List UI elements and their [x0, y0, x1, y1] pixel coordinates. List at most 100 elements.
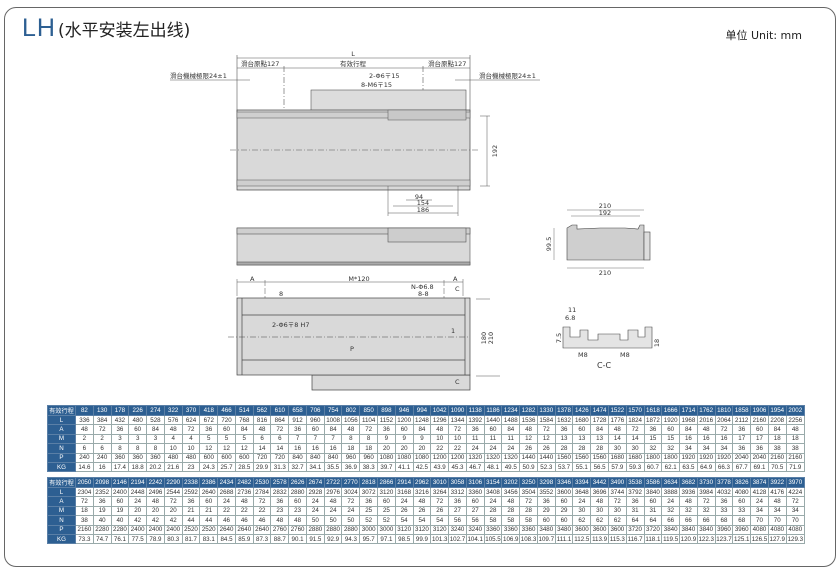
- table-cell: 98.5: [394, 533, 414, 545]
- origin-right-label: 滑台原點127: [428, 59, 466, 68]
- table-cell: 1920: [714, 452, 734, 463]
- table-cell: 11: [465, 433, 485, 445]
- table-cell: 1872: [643, 414, 663, 426]
- row-label: N: [47, 515, 76, 526]
- table-cell: 2256: [785, 414, 806, 426]
- table-cell: 120.9: [679, 533, 698, 545]
- stroke-cell: 1666: [661, 405, 681, 416]
- table-cell: 18.8: [128, 461, 148, 473]
- table-cell: 912: [288, 414, 307, 426]
- table-cell: 24: [128, 496, 148, 507]
- dim-A-right: A: [453, 275, 458, 283]
- table-cell: 8: [146, 443, 165, 454]
- table-cell: 18: [75, 505, 94, 517]
- stroke-cell: 706: [305, 405, 325, 416]
- table-cell: 1320: [465, 452, 485, 463]
- table-cell: 74.7: [92, 533, 112, 545]
- table-cell: 34: [696, 443, 716, 454]
- table-cell: 2160: [767, 452, 787, 463]
- table-cell: 46: [234, 515, 254, 526]
- stroke-cell: 3586: [643, 477, 663, 488]
- table-cell: 600: [234, 452, 254, 463]
- table-cell: 3840: [696, 524, 716, 535]
- stroke-cell: 3634: [661, 477, 681, 488]
- table-cell: 2544: [163, 486, 183, 498]
- table-cell: 84: [767, 424, 787, 435]
- stroke-cell: 562: [252, 405, 272, 416]
- table-cell: 2832: [270, 486, 290, 498]
- stroke-cell: 1330: [536, 405, 556, 416]
- table-cell: 2448: [128, 486, 148, 498]
- table-cell: 3000: [377, 524, 396, 535]
- table-cell: 70.5: [767, 461, 787, 473]
- table-cell: 54: [430, 515, 450, 526]
- table-cell: 36: [199, 424, 219, 435]
- table-cell: 1560: [572, 452, 592, 463]
- table-cell: 26: [430, 505, 450, 517]
- table-cell: 50: [323, 515, 343, 526]
- table-cell: 528: [146, 414, 165, 426]
- table-cell: 48: [785, 424, 806, 435]
- table-cell: 115.3: [607, 533, 627, 545]
- stroke-cell: 3826: [732, 477, 752, 488]
- table-cell: 56: [465, 515, 485, 526]
- table-cell: 14: [270, 443, 290, 454]
- table-cell: 36.9: [341, 461, 361, 473]
- table-cell: 2208: [767, 414, 787, 426]
- stroke-cell: 802: [341, 405, 361, 416]
- stroke-cell: 3490: [607, 477, 627, 488]
- table-cell: 1680: [607, 452, 627, 463]
- table-cell: 3744: [607, 486, 627, 498]
- table-cell: 960: [341, 452, 361, 463]
- table-cell: 5: [199, 433, 219, 445]
- table-cell: 72: [341, 496, 361, 507]
- table-cell: 672: [199, 414, 219, 426]
- table-cell: 13: [590, 433, 609, 445]
- table-cell: 6: [270, 433, 290, 445]
- table-cell: 2640: [252, 524, 272, 535]
- table-cell: 3240: [448, 524, 467, 535]
- stroke-cell: 2386: [199, 477, 219, 488]
- table-cell: 34: [714, 443, 734, 454]
- table-cell: 15: [643, 433, 663, 445]
- table-cell: 66.3: [714, 461, 734, 473]
- table-cell: 54: [412, 515, 432, 526]
- table-cell: 2040: [750, 452, 769, 463]
- table-cell: 60: [554, 515, 574, 526]
- table-cell: 48: [288, 515, 307, 526]
- table-cell: 14.6: [75, 461, 94, 473]
- table-cell: 3120: [394, 524, 414, 535]
- table-cell: 3480: [554, 524, 574, 535]
- table-cell: 48: [607, 424, 627, 435]
- stroke-cell: 2914: [394, 477, 414, 488]
- table-cell: 38.3: [359, 461, 379, 473]
- stroke-label: 有效行程: [340, 59, 367, 68]
- table-cell: 84: [412, 424, 432, 435]
- table-cell: 72: [75, 496, 94, 507]
- row-label: A: [47, 424, 76, 435]
- table-cell: 336: [75, 414, 94, 426]
- table-cell: 60: [750, 424, 769, 435]
- table-cell: 2040: [732, 452, 752, 463]
- stroke-cell: 1042: [430, 405, 450, 416]
- table-cell: 60: [394, 424, 414, 435]
- table-cell: 48: [430, 424, 450, 435]
- table-cell: 64: [625, 515, 645, 526]
- table-cell: 32: [661, 443, 681, 454]
- table-cell: 1680: [572, 414, 592, 426]
- table-cell: 72: [163, 496, 183, 507]
- table-cell: 2016: [696, 414, 716, 426]
- table-cell: 24: [465, 443, 485, 454]
- table-cell: 3264: [430, 486, 450, 498]
- table-cell: 80.3: [163, 533, 183, 545]
- table-cell: 116.7: [625, 533, 645, 545]
- table-cell: 2400: [163, 524, 183, 535]
- table-cell: 26: [536, 443, 556, 454]
- stroke-cell: 1906: [750, 405, 769, 416]
- table-cell: 24: [661, 496, 681, 507]
- unit-label: 单位 Unit: mm: [725, 29, 802, 42]
